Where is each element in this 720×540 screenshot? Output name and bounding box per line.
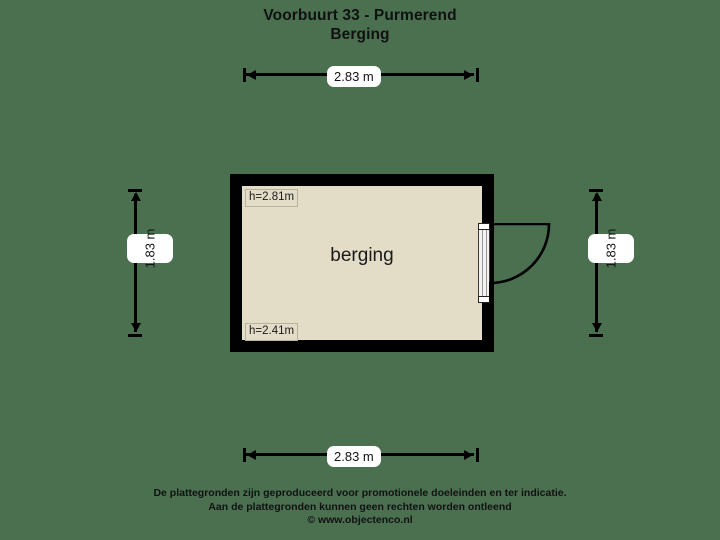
dimension-top-tick-left	[243, 68, 246, 82]
dimension-right-line	[595, 194, 598, 332]
dimension-bottom-arrow-right	[464, 449, 473, 460]
dimension-top-tick-right	[476, 68, 479, 82]
room-name-label: berging	[330, 245, 394, 266]
dimension-top-arrow-right	[464, 69, 473, 80]
dimension-left-tick-top	[128, 189, 142, 192]
page-title: Voorbuurt 33 - Purmerend Berging	[0, 6, 720, 44]
dimension-left-tick-bottom	[128, 334, 142, 337]
title-subtitle: Berging	[330, 26, 390, 43]
dimension-left-arrow-up	[130, 192, 141, 201]
dimension-right-label: 1.83 m	[588, 229, 634, 268]
door-swing-arc-icon	[489, 223, 551, 302]
dimension-bottom-arrow-left	[247, 449, 256, 460]
dimension-bottom-label: 2.83 m	[327, 446, 381, 467]
dimension-bottom-tick-right	[476, 448, 479, 462]
ceiling-height-bottom-label: h=2.41m	[245, 323, 299, 341]
dimension-top-arrow-left	[247, 69, 256, 80]
room-floor	[242, 186, 482, 340]
dimension-right-tick-bottom	[589, 334, 603, 337]
footer-line-2: Aan de plattegronden kunnen geen rechten…	[208, 500, 512, 513]
dimension-top-label: 2.83 m	[327, 66, 381, 87]
title-address: Voorbuurt 33 - Purmerend	[263, 7, 457, 24]
ceiling-height-top-label: h=2.81m	[245, 189, 299, 207]
dimension-right-arrow-down	[591, 323, 602, 332]
door-leaf	[478, 224, 490, 302]
dimension-right-tick-top	[589, 189, 603, 192]
dimension-left-label: 1.83 m	[127, 229, 173, 268]
dimension-right-arrow-up	[591, 192, 602, 201]
door-jamb-top	[478, 223, 490, 230]
dimension-bottom-tick-left	[243, 448, 246, 462]
dimension-left-line	[134, 194, 137, 332]
dimension-left-arrow-down	[130, 323, 141, 332]
footer-disclaimer: De plattegronden zijn geproduceerd voor …	[0, 487, 720, 528]
footer-line-1: De plattegronden zijn geproduceerd voor …	[153, 487, 567, 499]
footer-copyright: © www.objectenco.nl	[307, 514, 413, 526]
